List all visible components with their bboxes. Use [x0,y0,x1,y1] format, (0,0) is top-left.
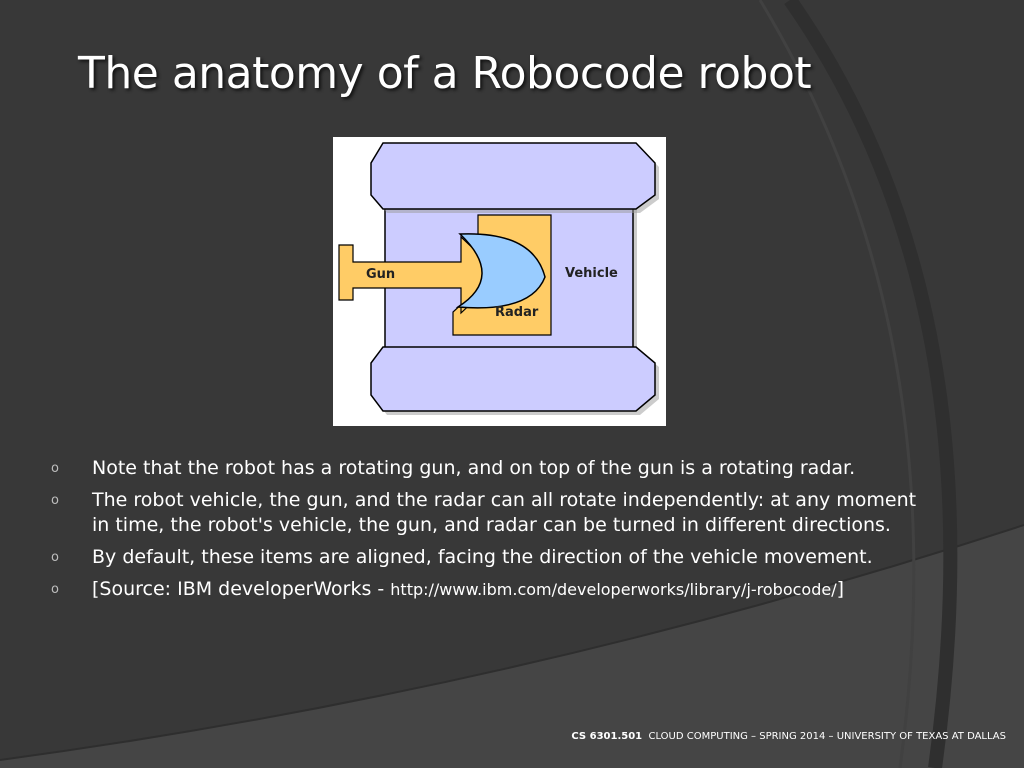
source-link[interactable]: http://www.ibm.com/developerworks/librar… [390,580,837,599]
bullet-text: The robot vehicle, the gun, and the rada… [92,489,917,536]
slide-title: The anatomy of a Robocode robot [78,48,812,99]
bottom-track [370,346,656,412]
background-curve [0,525,1024,768]
radar-label: Radar [495,305,539,320]
slide-footer: CS 6301.501 CLOUD COMPUTING – SPRING 201… [571,731,1006,742]
source-suffix: ] [836,578,845,600]
robot-anatomy-diagram: Gun Radar Vehicle [333,137,666,426]
top-track [370,142,656,210]
bullet-marker: o [51,550,59,565]
footer-text: CLOUD COMPUTING – SPRING 2014 – UNIVERSI… [648,731,1006,742]
source-prefix: [Source: IBM developerWorks - [92,578,391,600]
bullet-list: o Note that the robot has a rotating gun… [45,456,925,609]
radar [455,233,546,309]
bullet-marker: o [51,461,59,476]
footer-course: CS 6301.501 [571,731,643,742]
bullet-item: o The robot vehicle, the gun, and the ra… [45,488,925,538]
background-arc [784,0,958,768]
gun-label: Gun [366,267,395,282]
bullet-marker: o [51,493,59,508]
bullet-text: Note that the robot has a rotating gun, … [92,457,856,479]
bullet-item: o Note that the robot has a rotating gun… [45,456,925,481]
bullet-item: o By default, these items are aligned, f… [45,545,925,570]
bullet-item-source: o [Source: IBM developerWorks - http://w… [45,577,925,602]
bullet-text: By default, these items are aligned, fac… [92,546,873,568]
bullet-marker: o [51,582,59,597]
vehicle-label: Vehicle [565,266,618,281]
